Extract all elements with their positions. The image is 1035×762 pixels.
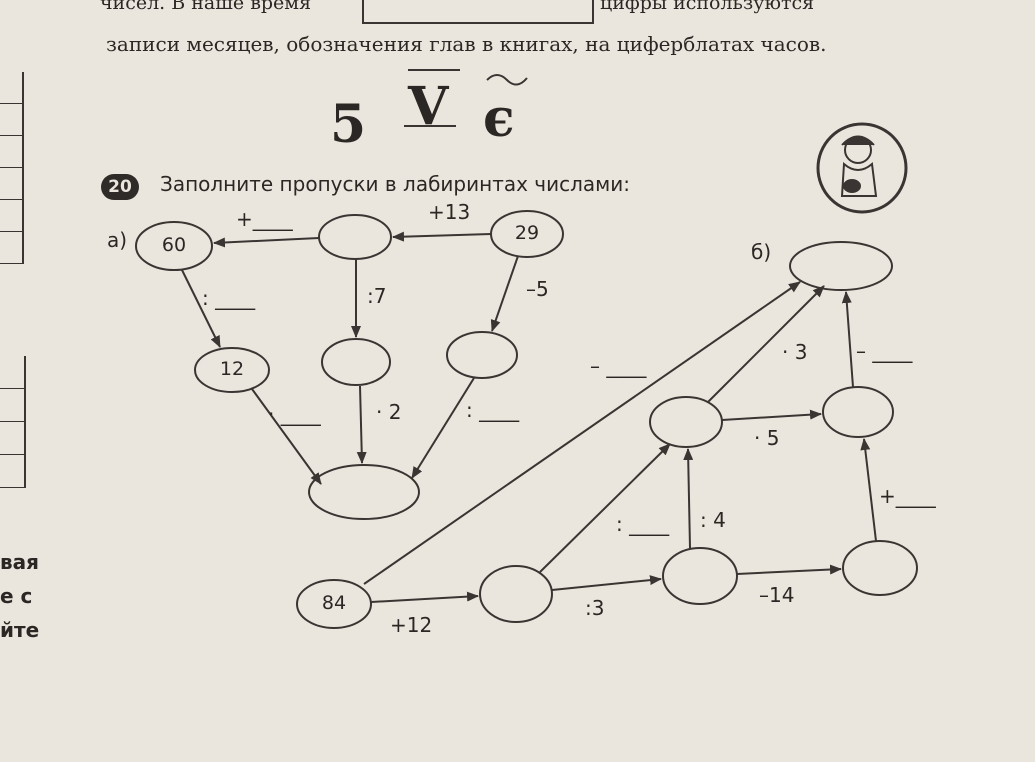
maze-b-label-a-b: :3 [585,596,605,620]
maze-a-value-12: 12 [219,358,245,380]
titlo [486,74,528,86]
numeral-arabic: 5 [330,94,367,155]
task-title: Заполните пропуски в лабиринтах числами: [160,172,630,196]
maze-a-label-29-right: –5 [526,277,549,301]
maze-a-edge-12-bottom [251,388,322,485]
left-margin-table [0,72,24,264]
task-number-badge: 20 [101,174,139,200]
maze-b-label-b-d: : 4 [700,508,726,532]
maze-b-edge-a-d [539,443,671,573]
top-text-left: чисел. В наше время [100,0,312,14]
maze-b-edge-e-top [841,291,854,388]
maze-b-value-84: 84 [321,592,347,614]
left-fragment-2: е с [0,584,33,608]
maze-a-node-12 [194,347,270,393]
maze-b-label-a-d: : ____ [616,512,670,536]
maze-a-label-12-bottom: · ____ [268,402,321,426]
maze-a-edge-29-top [392,231,492,242]
maze-a-edge-right-bottom [411,377,475,479]
maze-b-label-84-a: +12 [390,613,433,637]
maze-b-label-b-c: –14 [759,583,795,607]
maze-b-label: б) [751,240,772,264]
maze-a-node-top-mid [318,214,392,260]
maze-b-label-84-top: – ____ [590,354,647,378]
maze-b-label-d-top: · 3 [782,340,808,364]
maze-a-node-60 [135,221,213,271]
maze-b-edge-a-b [551,575,662,591]
maze-b-edge-84-a [370,591,479,603]
maze-a-node-mid-mid [321,338,391,386]
numeral-slavic: є [483,88,515,149]
left-margin-table-2 [0,356,26,488]
left-fragment-3: йте [0,618,40,642]
maze-a-label: а) [107,228,128,252]
maze-a-label-top-60: +____ [236,207,293,231]
maze-a-edge-29-right [490,255,519,332]
maze-b-node-d [649,396,723,448]
maze-a-value-60: 60 [161,234,187,256]
subtitle-text: записи месяцев, обозначения глав в книга… [106,32,827,56]
maze-a-value-29: 29 [514,222,540,244]
top-text-right: цифры используются [600,0,815,14]
maze-b-label-e-top: – ____ [856,339,913,363]
maze-a-node-bottom [308,464,420,520]
maze-b-node-84 [296,579,372,629]
maze-a-edge-60-12 [181,269,221,348]
maze-a-label-right-bottom: : ____ [466,398,520,422]
maze-b-edge-d-e [721,409,822,421]
maze-b-edge-d-top [707,285,825,403]
maze-a-edge-mid-bottom [356,385,367,464]
maze-b-label-d-e: · 5 [754,426,780,450]
maze-b-node-b [662,547,738,605]
maze-b-edge-b-c [736,564,842,575]
maze-b-label-c-e: +____ [879,484,936,508]
maze-b-node-a [479,565,553,623]
boy-icon [816,122,908,214]
maze-a-label-60-12: : ____ [202,286,256,310]
maze-b-edge-84-top [363,281,801,585]
maze-a-label-29-top: +13 [428,200,471,224]
maze-a-label-mid-bottom: · 2 [376,400,402,424]
maze-a-label-top-mid: :7 [367,284,387,308]
maze-a-node-mid-right [446,331,518,379]
maze-b-node-top [789,241,893,291]
answer-box [362,0,594,24]
maze-b-edge-c-e [860,438,877,542]
left-fragment-1: вая [0,550,39,574]
maze-b-node-e [822,386,894,438]
maze-b-node-c [842,540,918,596]
maze-b-edge-b-d [683,448,694,549]
maze-a-edge-top-60 [213,237,320,248]
